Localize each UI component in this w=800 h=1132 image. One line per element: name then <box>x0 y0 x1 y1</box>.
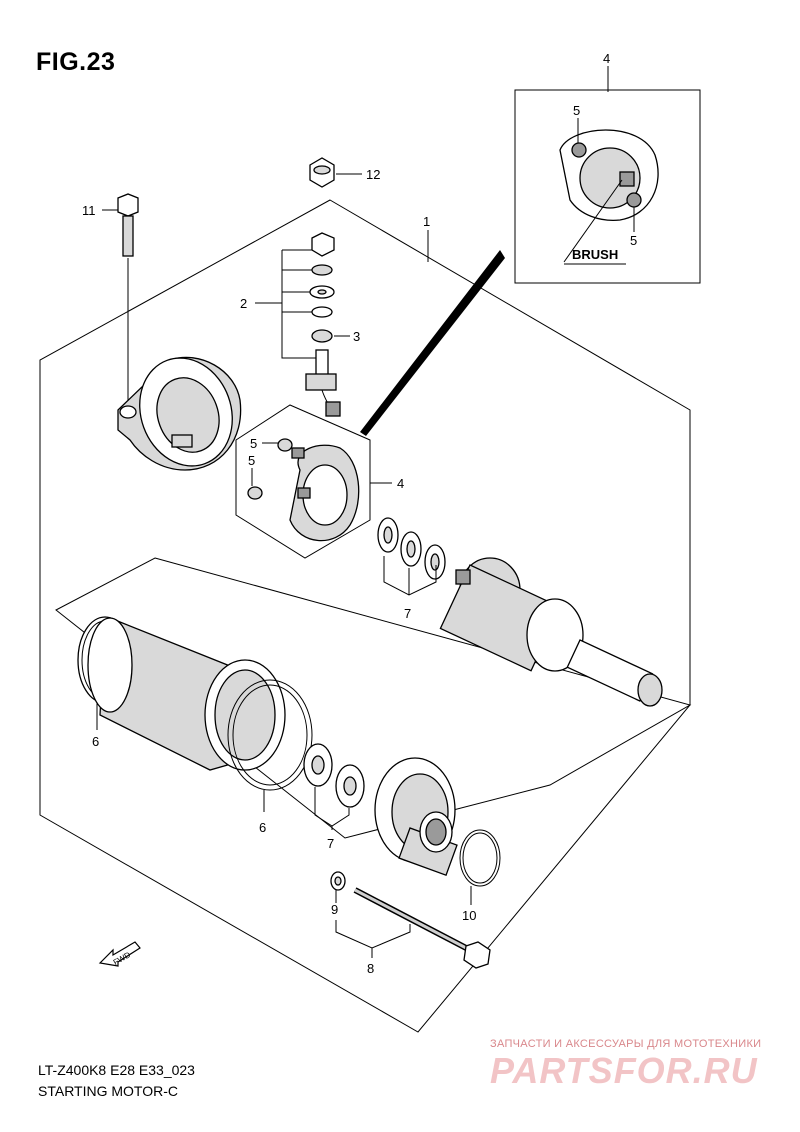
brush-screw-upper <box>277 438 293 452</box>
callout-6-left: 6 <box>92 734 99 749</box>
brush-holder-detail <box>559 129 659 221</box>
brush-spring-lower <box>247 486 263 500</box>
terminal-nut-washers <box>305 232 341 417</box>
callout-5-screw: 5 <box>250 436 257 451</box>
callout-5-spring: 5 <box>248 453 255 468</box>
callout-8: 8 <box>367 961 374 976</box>
front-cover <box>374 757 458 877</box>
callout-10: 10 <box>462 908 476 923</box>
callout-9: 9 <box>331 902 338 917</box>
callout-4: 4 <box>397 476 404 491</box>
callout-5-detail-lower: 5 <box>630 233 637 248</box>
watermark-tagline: ЗАПЧАСТИ И АКСЕССУАРЫ ДЛЯ МОТОТЕХНИКИ <box>490 1038 762 1050</box>
armature <box>439 557 663 707</box>
washer-9 <box>330 871 346 891</box>
nut-12 <box>309 157 335 188</box>
o-ring-10 <box>459 829 501 887</box>
callout-5-detail-upper: 5 <box>573 103 580 118</box>
figure-title: FIG.23 <box>36 48 116 76</box>
callout-6-right: 6 <box>259 820 266 835</box>
model-code: LT-Z400K8 E28 E33_023 <box>38 1062 195 1078</box>
through-bolt-8 <box>353 887 491 969</box>
brush-plate <box>289 444 360 542</box>
brush-holder-outline <box>235 404 371 559</box>
callout-11: 11 <box>82 203 96 218</box>
detail-pointer <box>360 250 505 436</box>
o-ring-6-right <box>227 679 313 791</box>
bolt-11 <box>117 193 139 257</box>
washers-7-upper <box>377 517 446 580</box>
callout-7-upper: 7 <box>404 606 411 621</box>
washers-7-lower <box>303 743 365 808</box>
callout-2: 2 <box>240 296 247 311</box>
callout-3: 3 <box>353 329 360 344</box>
fwd-arrow: FWD <box>98 941 141 967</box>
callout-1: 1 <box>423 214 430 229</box>
callout-12: 12 <box>366 167 380 182</box>
watermark-logo: PARTSFOR.RU <box>490 1050 758 1091</box>
assembly-outline <box>39 199 691 1033</box>
callout-4-top: 4 <box>603 51 610 66</box>
callout-7-lower: 7 <box>327 836 334 851</box>
rear-cover <box>117 356 242 471</box>
brush-label: BRUSH <box>572 247 618 262</box>
section-name: STARTING MOTOR-C <box>38 1083 178 1099</box>
yoke <box>87 617 286 771</box>
